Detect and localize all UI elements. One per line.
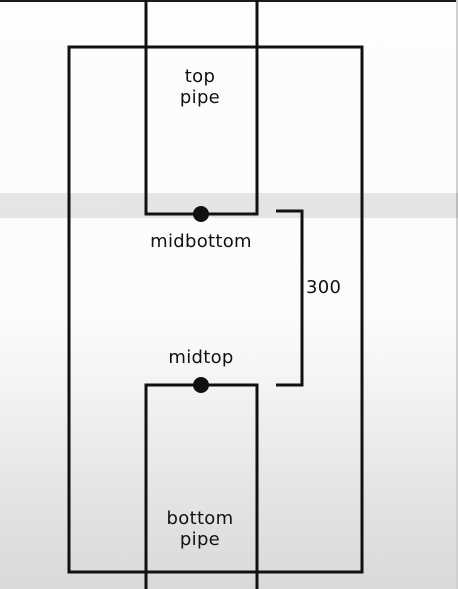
gap-bracket (276, 209, 304, 387)
right-edge-line (456, 0, 458, 589)
bottom-pipe (144, 383, 259, 589)
bottom-pipe-label: bottom pipe (150, 508, 250, 550)
top-pipe-label-line1: top (184, 66, 216, 87)
midtop-label: midtop (168, 347, 234, 368)
bottom-pipe-label-line1: bottom (166, 508, 234, 529)
outer-frame (67, 45, 364, 574)
top-pipe-label-line2: pipe (179, 87, 221, 108)
midtop-point (193, 377, 209, 393)
midbottom-label: midbottom (150, 231, 252, 252)
gap-value-label: 300 (306, 277, 342, 298)
top-edge-line (0, 0, 458, 2)
midbottom-point (193, 206, 209, 222)
bottom-pipe-label-line2: pipe (179, 529, 221, 550)
top-pipe-label: top pipe (150, 66, 250, 108)
